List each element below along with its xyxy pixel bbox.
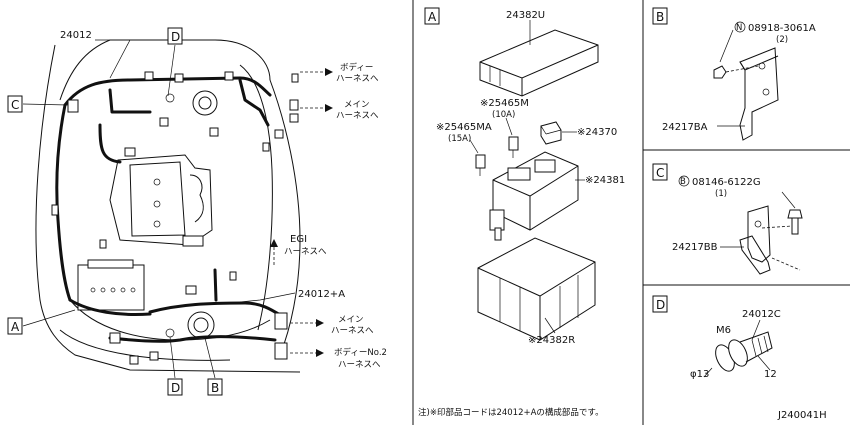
bolt-icon (781, 191, 803, 235)
part-label-24012: 24012 (60, 30, 92, 41)
harness-direction-arrows (270, 68, 333, 357)
svg-text:D: D (171, 30, 180, 44)
part-label-08146-6122G: 08146-6122G (692, 177, 761, 188)
bracket-24217BA (739, 47, 779, 141)
part-label-24217BB: 24217BB (672, 242, 718, 253)
part-label-25465M-rating: (10A) (492, 110, 515, 120)
nut-quantity: (2) (776, 35, 788, 45)
bolt-symbol (678, 175, 690, 187)
part-label-25465MA-rating: (15A) (448, 134, 471, 144)
nut-icon (713, 29, 734, 79)
connectors (51, 71, 299, 365)
panel-d-clip: D 24012C M6 φ13 12 (652, 295, 781, 380)
engine-block (109, 154, 213, 247)
body-harness-label: ボディー (340, 62, 373, 73)
panel-d-tag: D (656, 298, 665, 312)
body-no2-harness-label: ボディーNo.2 (334, 347, 387, 358)
main-harness-label-bottom-2: ハーネスへ (331, 326, 374, 336)
panel-dividers (412, 0, 850, 425)
panel-a-fuse-block: A 24382U ※25465M (10A) ※25465MA (15A) (418, 7, 625, 418)
main-harness-label-top-2: ハーネスへ (336, 111, 379, 121)
part-label-24012A: 24012+A (298, 289, 345, 300)
body-outline (35, 44, 301, 373)
svg-text:N: N (736, 23, 742, 33)
fuse-block-bracket (477, 237, 596, 341)
panel-c-bracket: C B 08146-6122G (1) 24217BB (652, 163, 803, 275)
part-label-24217BA: 24217BA (662, 122, 708, 133)
part-label-25465MA: ※25465MA (436, 122, 492, 133)
parts-note: 注)※印部品コードは24012+Aの構成部品です。 (418, 407, 604, 418)
egi-harness-label: EGI (290, 234, 307, 245)
egi-harness-label-2: ハーネスへ (284, 247, 327, 257)
part-label-24381: ※24381 (585, 175, 625, 186)
panel-b-bracket: B N 08918-3061A (2) 24217BA (652, 7, 816, 141)
svg-text:B: B (680, 177, 686, 187)
part-label-08918-3061A: 08918-3061A (748, 23, 816, 34)
body-harness-label-2: ハーネスへ (336, 74, 379, 84)
leader-lines (22, 39, 296, 379)
fuse-block-cover (479, 29, 599, 97)
svg-text:A: A (11, 320, 20, 334)
main-engine-bay-view: 24012 24012+A ボディー ハーネスへ メイン ハーネスへ EGI ハ… (7, 27, 387, 396)
body-no2-harness-label-2: ハーネスへ (338, 360, 381, 370)
panel-c-tag: C (656, 166, 664, 180)
clip-24012C (715, 331, 773, 372)
fuse-block-body (489, 151, 579, 241)
thread-size-label: M6 (716, 325, 731, 336)
strut-tower-top (192, 90, 218, 116)
harness-24012A (108, 268, 287, 343)
svg-text:D: D (171, 381, 180, 395)
panel-b-tag: B (656, 10, 664, 24)
clip-length-label: 12 (764, 369, 777, 380)
callout-a[interactable]: A (7, 317, 23, 335)
battery (77, 259, 145, 311)
main-harness-label-top: メイン (344, 100, 370, 110)
main-harness-label-bottom: メイン (338, 315, 364, 325)
svg-text:B: B (211, 381, 219, 395)
callout-d-bottom[interactable]: D (167, 378, 183, 396)
clip-diameter-label: φ13 (690, 369, 709, 380)
bracket-24217BB (739, 205, 771, 275)
panel-a-tag: A (428, 10, 437, 24)
callout-b[interactable]: B (207, 378, 223, 396)
nut-symbol (734, 21, 746, 33)
strut-tower-bottom (187, 311, 215, 339)
svg-text:C: C (11, 98, 19, 112)
callout-c[interactable]: C (7, 95, 23, 113)
part-label-24012C: 24012C (742, 309, 781, 320)
bolt-quantity: (1) (715, 189, 727, 199)
part-label-24382R: ※24382R (528, 335, 575, 346)
drawing-id: J240041H (777, 410, 827, 421)
part-label-24370: ※24370 (577, 127, 617, 138)
part-label-25465M: ※25465M (480, 98, 529, 109)
harness-24012 (55, 76, 272, 316)
relay (540, 121, 562, 145)
fuse-15a (475, 154, 486, 176)
fuse-10a (508, 136, 519, 158)
part-label-24382U: 24382U (506, 10, 545, 21)
callout-d-top[interactable]: D (167, 27, 183, 45)
